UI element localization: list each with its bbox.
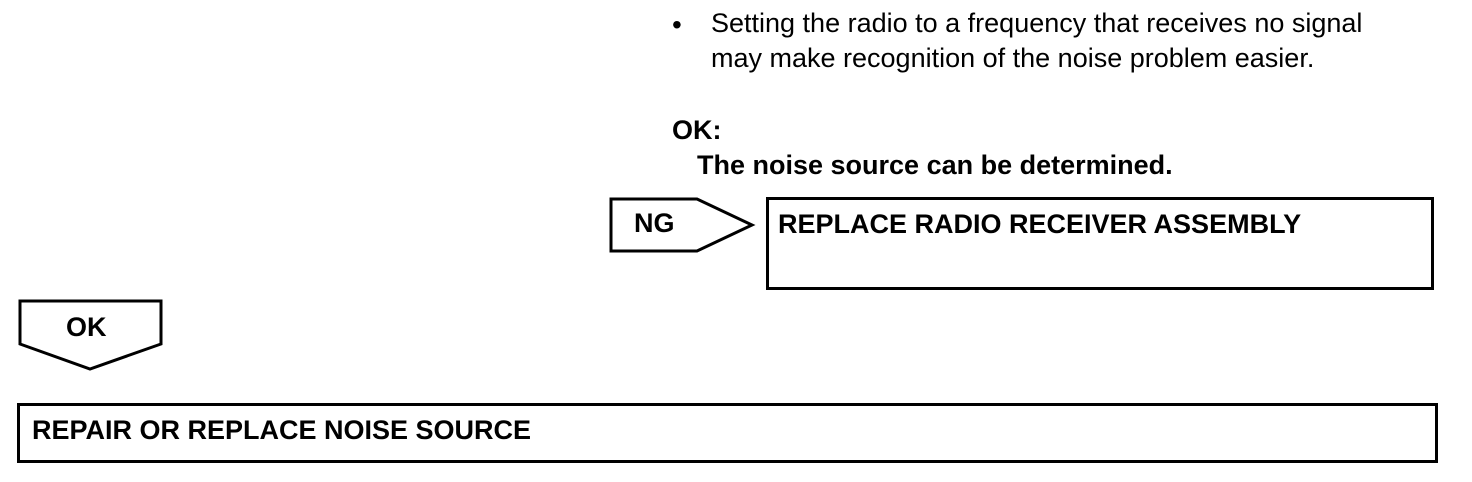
note-text: Setting the radio to a frequency that re… xyxy=(711,8,1363,73)
ng-action-text: REPLACE RADIO RECEIVER ASSEMBLY xyxy=(778,209,1302,239)
ng-arrow-label: NG xyxy=(634,208,675,238)
ok-action-box xyxy=(17,403,1438,463)
ok-arrow-label: OK xyxy=(66,312,107,342)
ok-condition-label: OK: xyxy=(672,115,722,145)
ng-action-box xyxy=(766,197,1434,290)
note-bullet: • xyxy=(672,9,682,40)
ok-condition-detail: The noise source can be determined. xyxy=(697,150,1173,180)
ok-action-text: REPAIR OR REPLACE NOISE SOURCE xyxy=(32,415,532,445)
